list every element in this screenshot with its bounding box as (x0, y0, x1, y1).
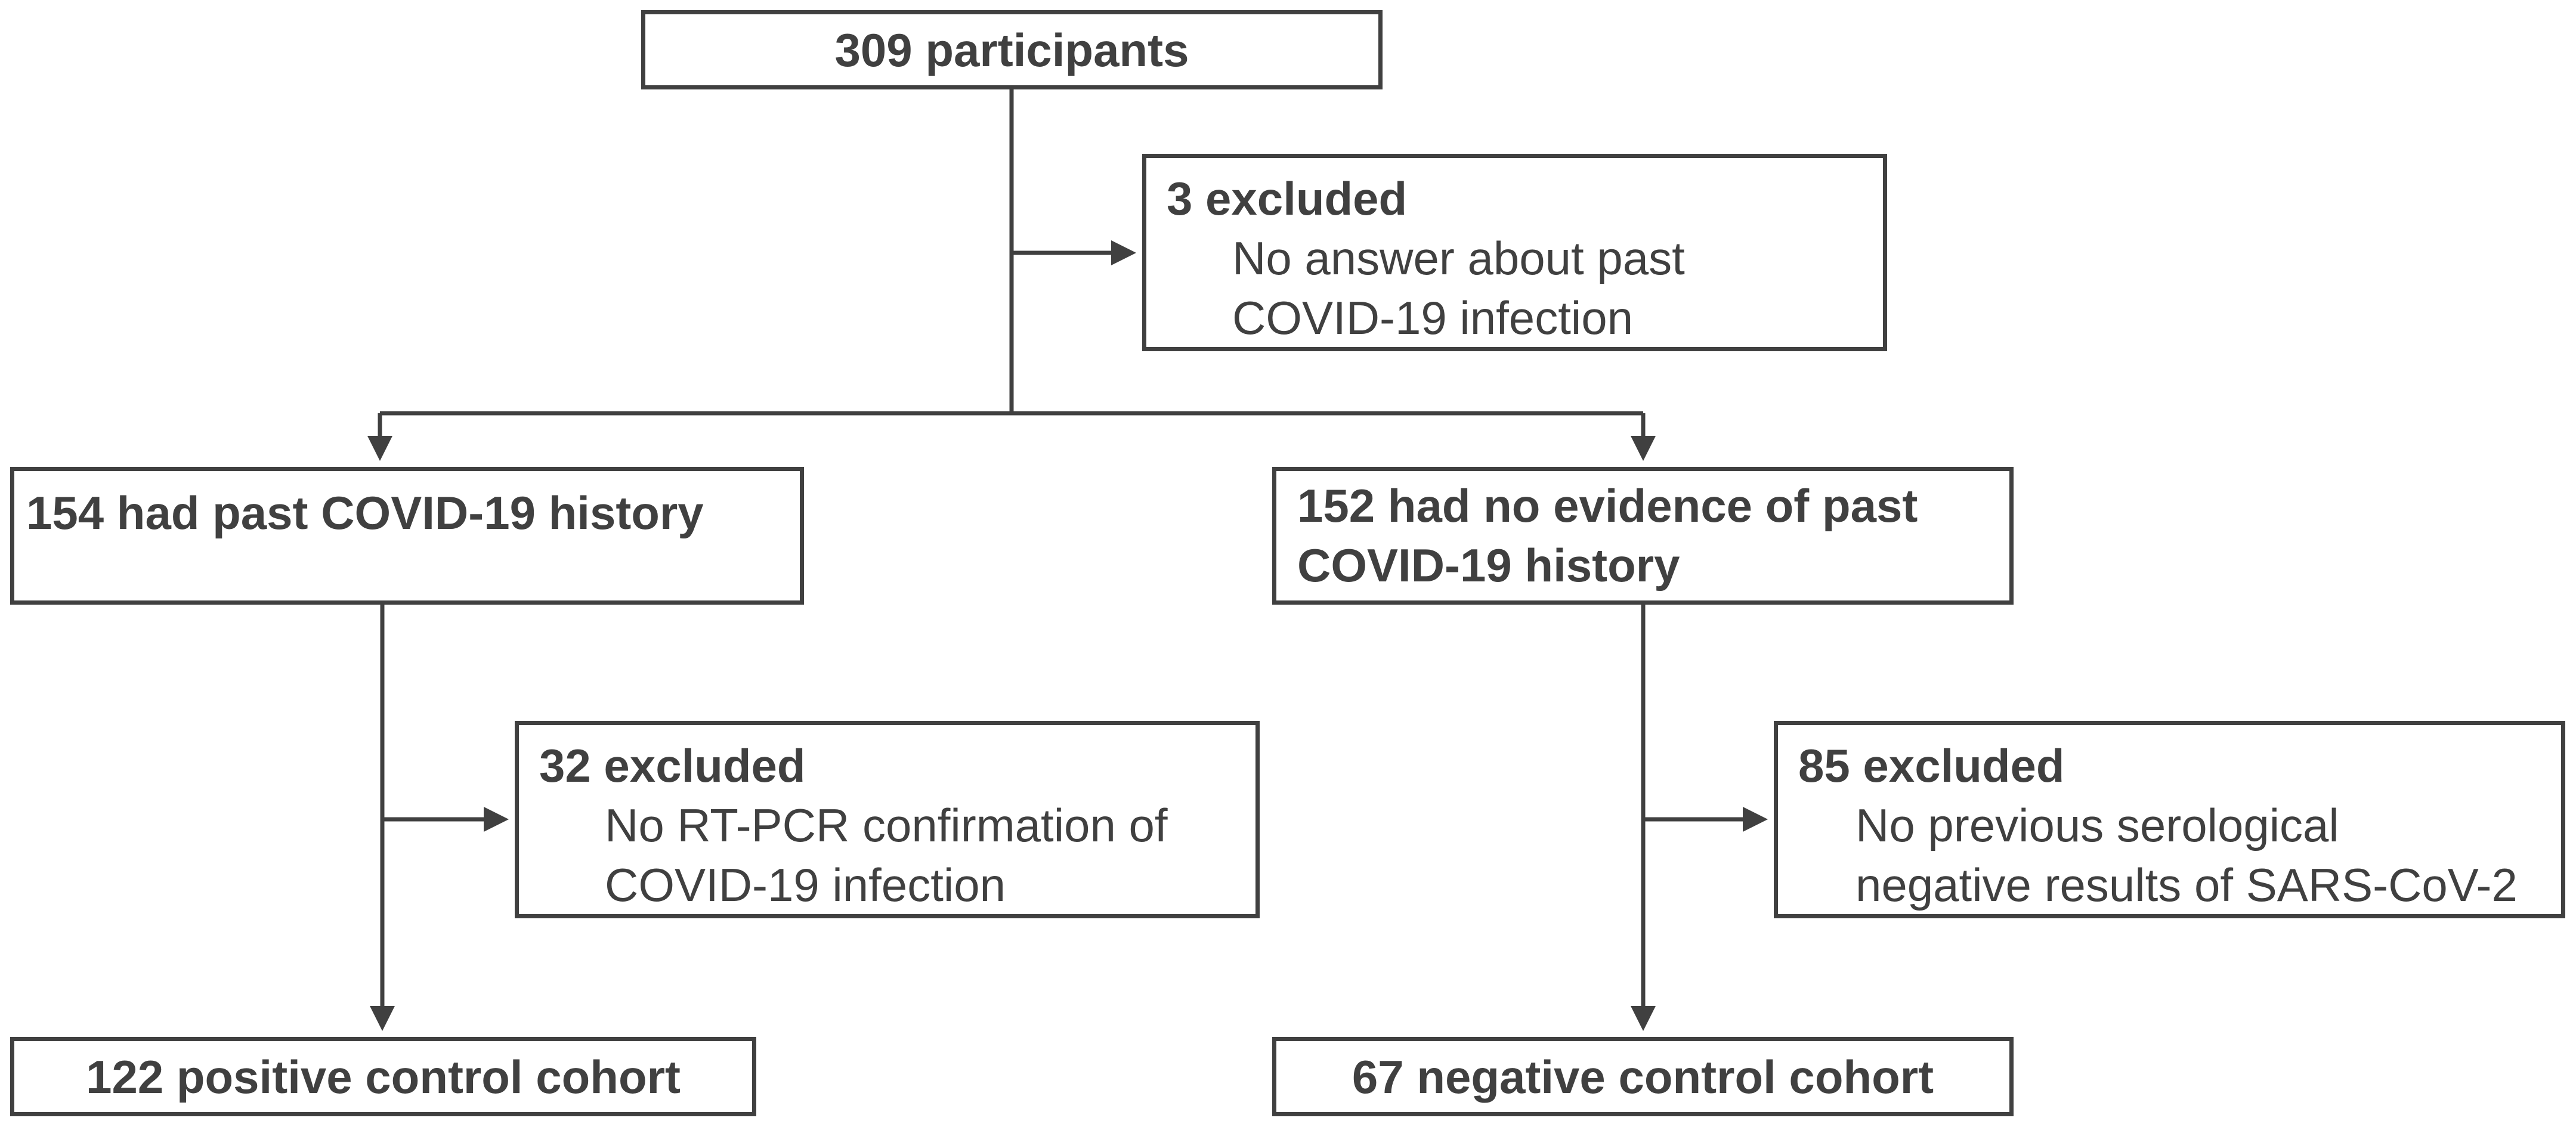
exclusion-box-2: 32 excluded No RT-PCR confirmation of CO… (515, 721, 1260, 918)
exclusion-3-reason-line-2: negative results of SARS-CoV-2 (1856, 859, 2518, 911)
total-participants-box: 309 participants (641, 10, 1383, 89)
exclusion-3-reason-line-1: No previous serological (1856, 799, 2339, 852)
exclusion-1-reason-line-1: No answer about past (1232, 232, 1685, 284)
no-covid-history-line-2: COVID-19 history (1297, 539, 1680, 592)
past-covid-history-box: 154 had past COVID-19 history (10, 467, 804, 605)
positive-cohort-box: 122 positive control cohort (10, 1037, 756, 1116)
exclusion-1-reason-line-2: COVID-19 infection (1232, 292, 1633, 344)
exclusion-2-count: 32 excluded (539, 739, 806, 792)
exclusion-2-reason-line-2: COVID-19 infection (605, 859, 1006, 911)
exclusion-2-reason-line-1: No RT-PCR confirmation of (605, 799, 1168, 852)
exclusion-box-3: 85 excluded No previous serological nega… (1774, 721, 2565, 918)
negative-cohort-box: 67 negative control cohort (1272, 1037, 2014, 1116)
no-covid-history-line-1: 152 had no evidence of past (1297, 479, 1918, 532)
positive-cohort-label: 122 positive control cohort (86, 1051, 681, 1103)
total-participants-label: 309 participants (834, 24, 1189, 76)
past-covid-history-label: 154 had past COVID-19 history (26, 487, 704, 539)
no-covid-history-box: 152 had no evidence of past COVID-19 his… (1272, 467, 2014, 605)
negative-cohort-label: 67 negative control cohort (1352, 1051, 1934, 1103)
exclusion-3-count: 85 excluded (1798, 739, 2065, 792)
exclusion-1-count: 3 excluded (1167, 172, 1408, 225)
exclusion-box-1: 3 excluded No answer about past COVID-19… (1142, 154, 1887, 351)
